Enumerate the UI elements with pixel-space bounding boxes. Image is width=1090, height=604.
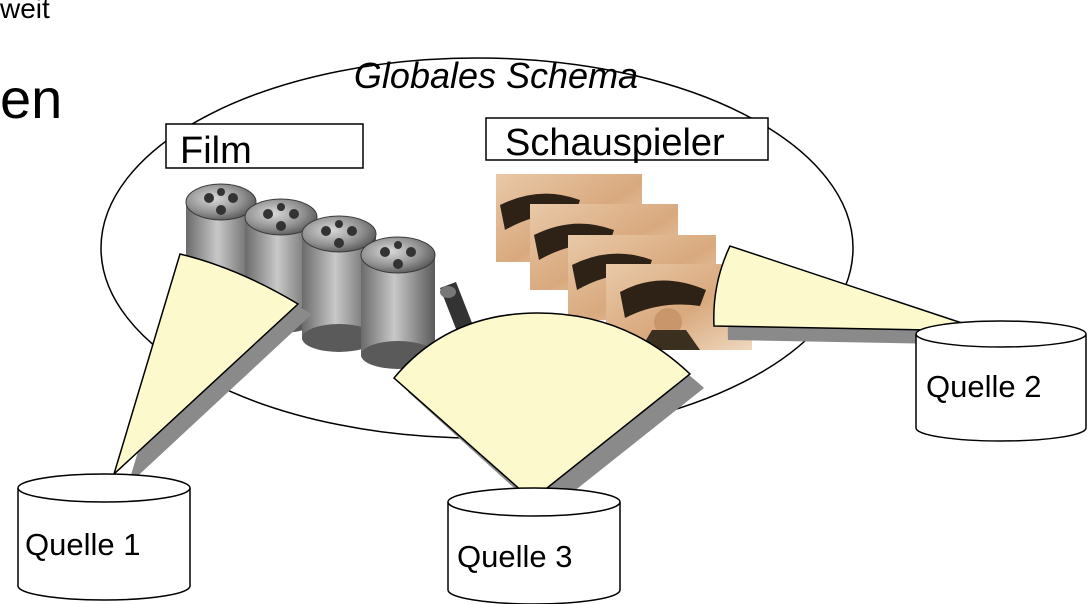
entity-film-box	[165, 123, 364, 169]
source-quelle-3-label: Quelle 3	[457, 539, 572, 574]
entity-film-label: Film	[180, 130, 252, 172]
source-quelle-1: Quelle 1	[17, 473, 191, 601]
entity-schauspieler-box	[485, 117, 769, 161]
slide-text-fragment-top: weit	[0, 0, 50, 24]
slide-text-fragment-left: en	[0, 67, 62, 130]
film-reel-4	[360, 236, 436, 369]
entity-schauspieler: Schauspieler	[485, 117, 769, 164]
database-cylinder-icon	[17, 473, 191, 601]
mapping-wedge-quelle-3	[392, 312, 704, 515]
source-quelle-1-label: Quelle 1	[25, 527, 140, 562]
database-cylinder-icon	[915, 320, 1087, 442]
source-quelle-2: Quelle 2	[915, 320, 1087, 442]
actor-portrait-stack-icon	[496, 174, 752, 350]
global-schema-title: Globales Schema	[354, 55, 638, 96]
source-quelle-2-label: Quelle 2	[926, 369, 1041, 404]
film-strip	[440, 282, 474, 334]
mapping-wedge-quelle-2	[713, 245, 1000, 345]
database-cylinder-icon	[447, 487, 621, 604]
entity-schauspieler-label: Schauspieler	[505, 122, 725, 164]
mapping-wedge-quelle-1	[112, 253, 312, 485]
source-quelle-3: Quelle 3	[447, 487, 621, 604]
entity-film: Film	[165, 123, 364, 172]
